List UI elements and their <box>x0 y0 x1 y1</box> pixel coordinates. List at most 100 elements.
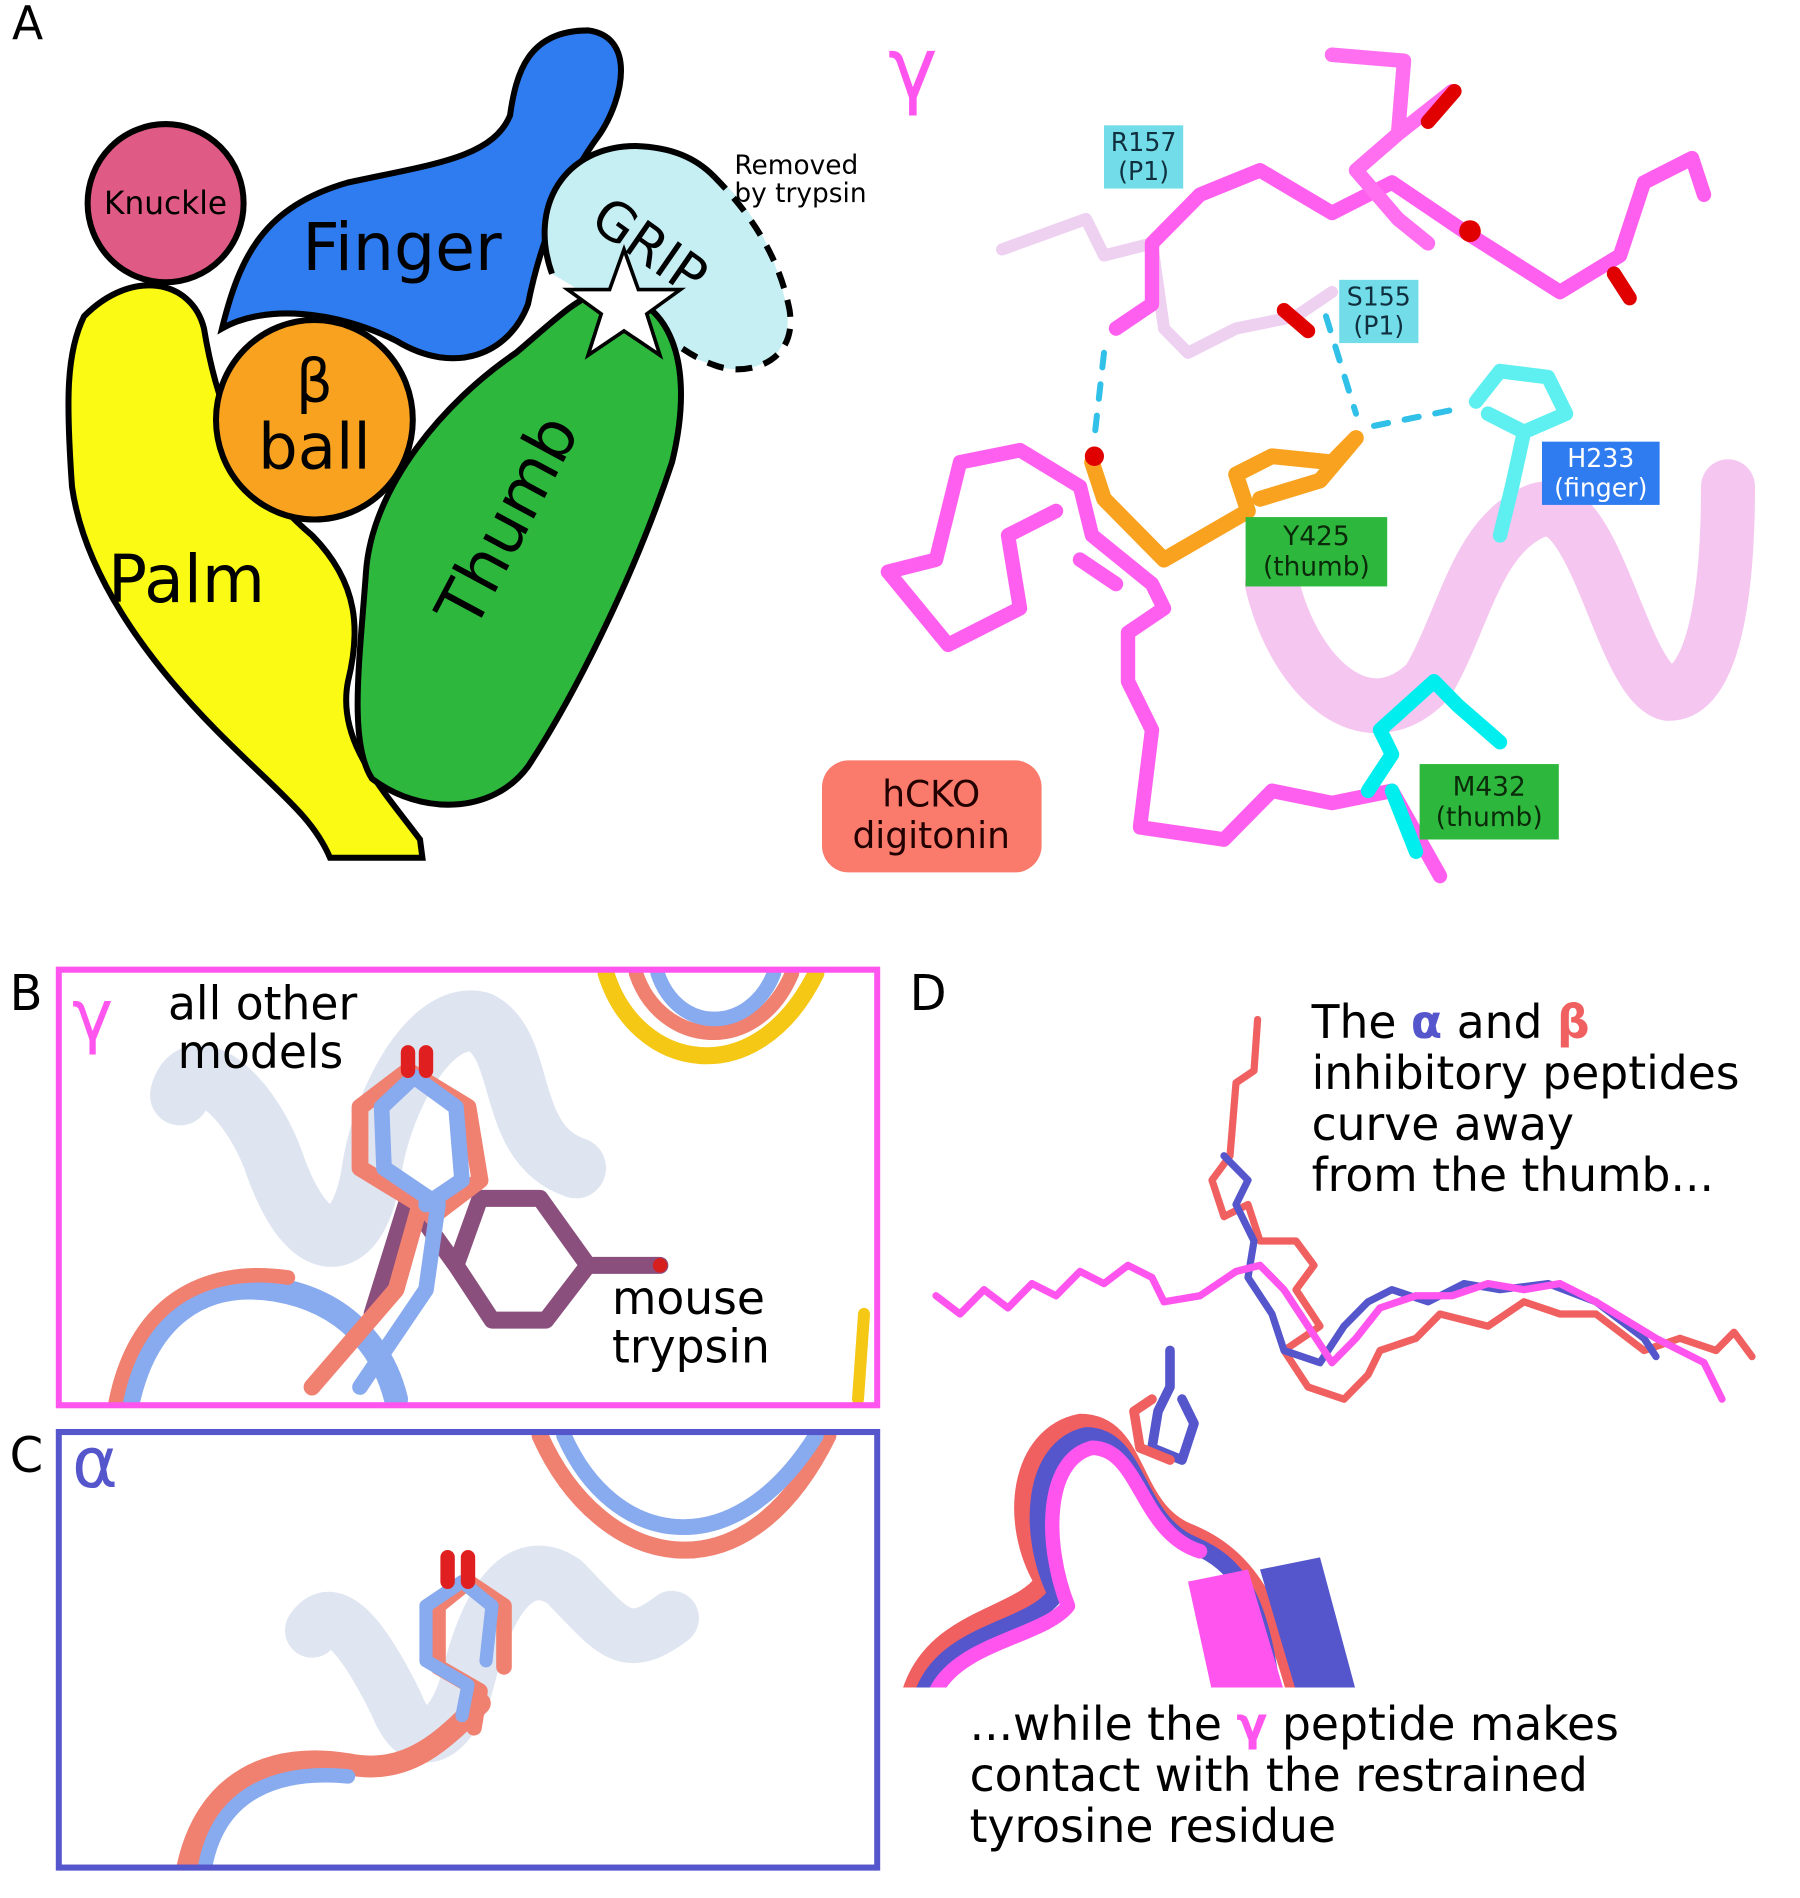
panel-c-frame <box>55 1428 881 1871</box>
knuckle-label: Knuckle <box>104 186 227 222</box>
helix-ribbon <box>1245 459 1755 733</box>
d-top-line-1: The α and β <box>1311 995 1590 1049</box>
gamma-label: γ <box>888 18 938 118</box>
loop-salmon <box>628 970 800 1040</box>
carbonyl-oxygen <box>1276 83 1637 339</box>
panel-b: γ all other models mouse trypsin <box>55 966 881 1409</box>
tyrosine-stack <box>1147 1345 1199 1465</box>
d-top-line-4: from the thumb... <box>1312 1148 1714 1202</box>
condition-badge: hCKO digitonin <box>822 760 1042 873</box>
backbone-salmon <box>108 1267 296 1405</box>
text-segment: and <box>1442 995 1557 1049</box>
panel-a-cartoon <box>65 27 794 861</box>
gamma-word: γ <box>1236 1697 1267 1751</box>
residue-region: (finger) <box>1554 472 1647 502</box>
hydroxyl <box>400 1045 434 1078</box>
beta-label: β <box>296 347 333 415</box>
hydroxyl <box>440 1550 476 1589</box>
peptide-beta <box>1208 1015 1756 1403</box>
backbone-1 <box>996 212 1338 359</box>
hbond-dashes <box>1091 313 1467 442</box>
backbone-2 <box>1108 150 1712 336</box>
alpha-word: α <box>1411 995 1442 1049</box>
panel-d: The α and β inhibitory peptides curve aw… <box>903 995 1756 1853</box>
residue-name: S155 <box>1347 281 1411 311</box>
text-segment: peptide makes <box>1268 1697 1619 1751</box>
oxygen-atom <box>1459 220 1481 243</box>
residue-label-s155: S155 (P1) <box>1339 279 1419 344</box>
ball-label: ball <box>258 410 371 484</box>
residue-label-h233: H233 (finger) <box>1542 441 1660 505</box>
peptide-gamma <box>932 1261 1726 1403</box>
histidine-h233 <box>1468 363 1574 543</box>
loop-yellow <box>597 970 825 1065</box>
d-bottom-line-1: ...while the γ peptide makes <box>970 1697 1619 1751</box>
oxygen-atom <box>652 1258 668 1273</box>
strand-arrow-gamma <box>1188 1569 1283 1688</box>
oxygen-atom <box>1084 446 1104 466</box>
removed-note-2: by trypsin <box>734 178 866 209</box>
tyrosine-salmon <box>430 1573 512 1736</box>
all-other-label-1: all other <box>168 976 357 1030</box>
residue-region: (P1) <box>1353 310 1404 340</box>
tyrosine-blue <box>419 1574 499 1723</box>
panel-letter-d: D <box>910 966 947 1022</box>
text-segment: The <box>1311 995 1411 1049</box>
palm-label: Palm <box>108 542 265 619</box>
removed-note-1: Removed <box>734 150 858 181</box>
beta-word: β <box>1557 995 1590 1049</box>
text-segment: ...while the <box>970 1697 1237 1751</box>
mouse-label-2: trypsin <box>612 1319 770 1373</box>
backbone-3 <box>1324 47 1460 251</box>
panel-c: α <box>55 1421 881 1871</box>
panel-letter-a: A <box>12 0 44 50</box>
d-bottom-line-2: contact with the restrained <box>970 1748 1588 1802</box>
tyrosine-blue <box>352 1068 470 1395</box>
d-top-line-2: inhibitory peptides <box>1312 1046 1740 1100</box>
d-bottom-line-3: tyrosine residue <box>970 1799 1336 1853</box>
panel-letter-c: C <box>10 1428 44 1484</box>
beta-ball-domain <box>213 316 416 523</box>
panel-b-frame <box>55 966 881 1409</box>
backbone-salmon <box>176 1692 491 1867</box>
finger-label: Finger <box>302 210 501 287</box>
tyrosine-y425 <box>1084 430 1364 568</box>
ribbon-gamma <box>929 1440 1208 1688</box>
residue-region: (P1) <box>1118 156 1169 186</box>
panel-b-greek: γ <box>72 975 113 1058</box>
star-icon <box>561 244 687 360</box>
loop-blue <box>650 970 782 1027</box>
grip-outline-solid <box>541 142 717 275</box>
finger-domain <box>217 27 624 362</box>
residue-label-y425: Y425 (thumb) <box>1245 517 1388 587</box>
grip-domain <box>544 146 788 370</box>
loop-salmon <box>531 1433 837 1559</box>
residue-label-m432: M432 (thumb) <box>1419 764 1559 840</box>
tyrosine-stack-beta <box>1129 1394 1175 1465</box>
residue-region: (thumb) <box>1436 802 1543 833</box>
all-other-label-2: models <box>178 1025 344 1079</box>
palm-domain <box>65 282 426 861</box>
backbone-blue <box>198 1767 356 1867</box>
residue-label-r157: R157 (P1) <box>1104 125 1184 189</box>
condition-line-1: hCKO <box>882 772 980 815</box>
edge-loop <box>852 1307 870 1405</box>
panel-a-structure <box>880 47 1755 884</box>
residue-name: H233 <box>1567 443 1634 473</box>
residue-name: M432 <box>1453 772 1526 803</box>
d-top-line-3: curve away <box>1312 1097 1574 1151</box>
residue-name: Y425 <box>1282 521 1349 552</box>
mouse-label-1: mouse <box>612 1271 765 1325</box>
panel-c-greek: α <box>72 1421 118 1504</box>
grip-outline-dashed <box>652 174 794 373</box>
tyrosine-salmon <box>303 1062 489 1396</box>
backbone-5 <box>880 503 1124 653</box>
condition-line-2: digitonin <box>852 814 1009 857</box>
loop-blue <box>556 1433 824 1535</box>
knuckle-domain <box>84 121 247 286</box>
residue-region: (thumb) <box>1263 551 1370 582</box>
backbone-4 <box>880 442 1448 884</box>
residue-name: R157 <box>1111 127 1177 157</box>
strand-arrow-alpha <box>1260 1557 1356 1688</box>
